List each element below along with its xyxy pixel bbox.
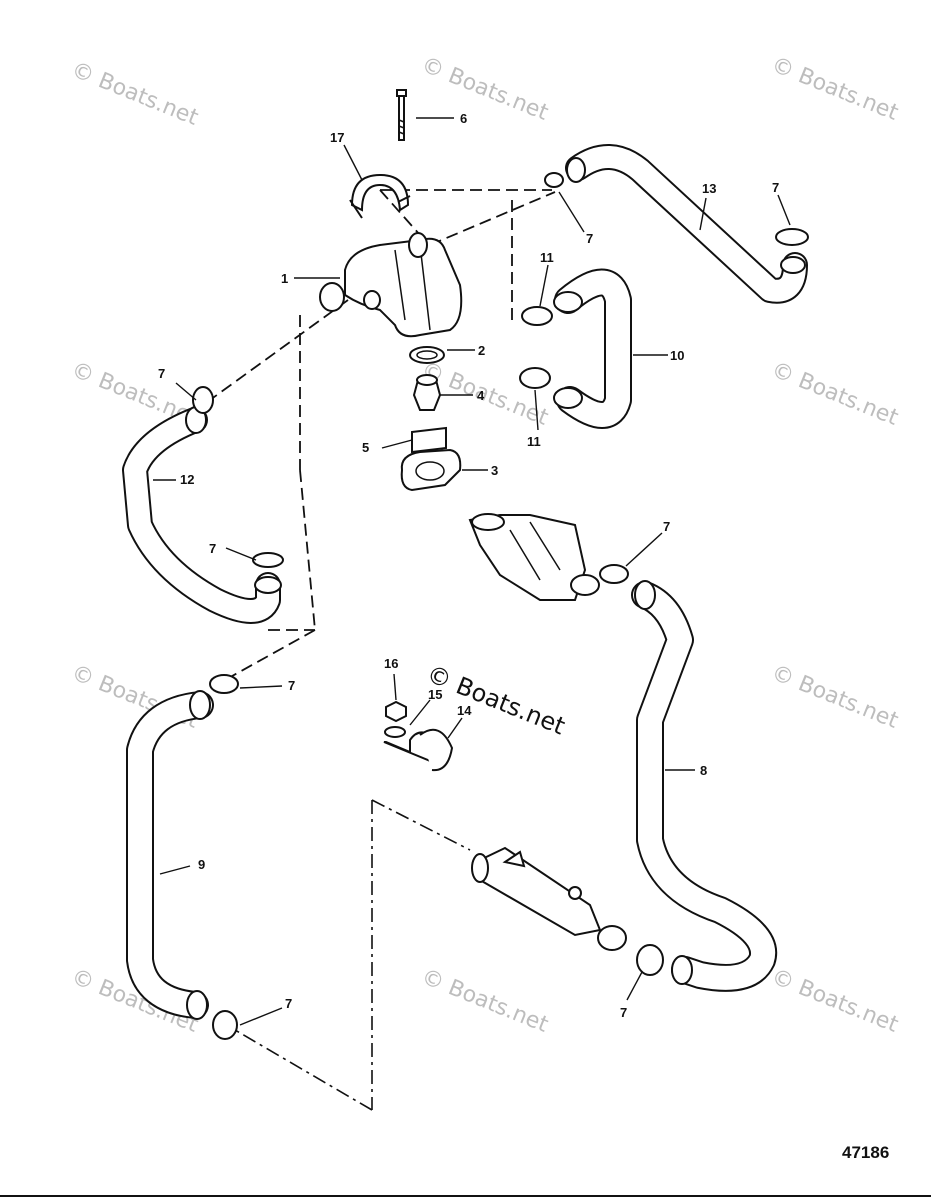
callout-10: 10 xyxy=(670,348,684,363)
center-watermark: © Boats.net xyxy=(423,660,569,741)
watermark: © Boats.net xyxy=(768,660,902,734)
heat-exchanger xyxy=(468,513,600,601)
watermark: © Boats.net xyxy=(768,964,902,1038)
hose-10 xyxy=(553,268,632,429)
callout-7: 7 xyxy=(209,541,216,556)
callouts: 1 2 3 4 5 6 17 7 7 13 7 12 7 10 11 11 7 … xyxy=(158,111,779,1020)
callout-6: 6 xyxy=(460,111,467,126)
figure-number: 47186 xyxy=(842,1143,889,1162)
callout-14: 14 xyxy=(457,703,472,718)
callout-7: 7 xyxy=(288,678,295,693)
oil-cooler xyxy=(471,846,627,951)
watermark: © Boats.net xyxy=(768,52,902,126)
callout-12: 12 xyxy=(180,472,194,487)
bolt-6 xyxy=(396,89,407,141)
hose-8 xyxy=(631,580,778,992)
callout-7: 7 xyxy=(620,1005,627,1020)
watermark: © Boats.net xyxy=(768,357,902,431)
assembly-lines xyxy=(209,189,556,1111)
callout-7: 7 xyxy=(158,366,165,381)
callout-5: 5 xyxy=(362,440,369,455)
callout-9: 9 xyxy=(198,857,205,872)
callout-7: 7 xyxy=(285,996,292,1011)
callout-17: 17 xyxy=(330,130,344,145)
callout-15: 15 xyxy=(428,687,442,702)
callout-3: 3 xyxy=(491,463,498,478)
hose-clamps xyxy=(192,172,809,1040)
clip-17 xyxy=(349,173,411,219)
bracket-group xyxy=(383,700,454,772)
callout-11: 11 xyxy=(527,434,541,449)
thermostat-stack xyxy=(400,346,462,492)
hose-9 xyxy=(126,690,214,1020)
callout-1: 1 xyxy=(281,271,288,286)
callout-8: 8 xyxy=(700,763,707,778)
watermark: © Boats.net xyxy=(418,52,552,126)
hose-13 xyxy=(565,144,808,304)
callout-7: 7 xyxy=(772,180,779,195)
leader-lines xyxy=(153,117,791,1026)
callout-16: 16 xyxy=(384,656,398,671)
watermark: © Boats.net xyxy=(418,964,552,1038)
callout-13: 13 xyxy=(702,181,716,196)
callout-11: 11 xyxy=(540,250,554,265)
hose-12 xyxy=(122,406,282,624)
callout-4: 4 xyxy=(477,388,485,403)
watermark: © Boats.net xyxy=(68,57,202,131)
callout-2: 2 xyxy=(478,343,485,358)
callout-7: 7 xyxy=(663,519,670,534)
callout-7: 7 xyxy=(586,231,593,246)
thermostat-housing xyxy=(319,232,463,338)
